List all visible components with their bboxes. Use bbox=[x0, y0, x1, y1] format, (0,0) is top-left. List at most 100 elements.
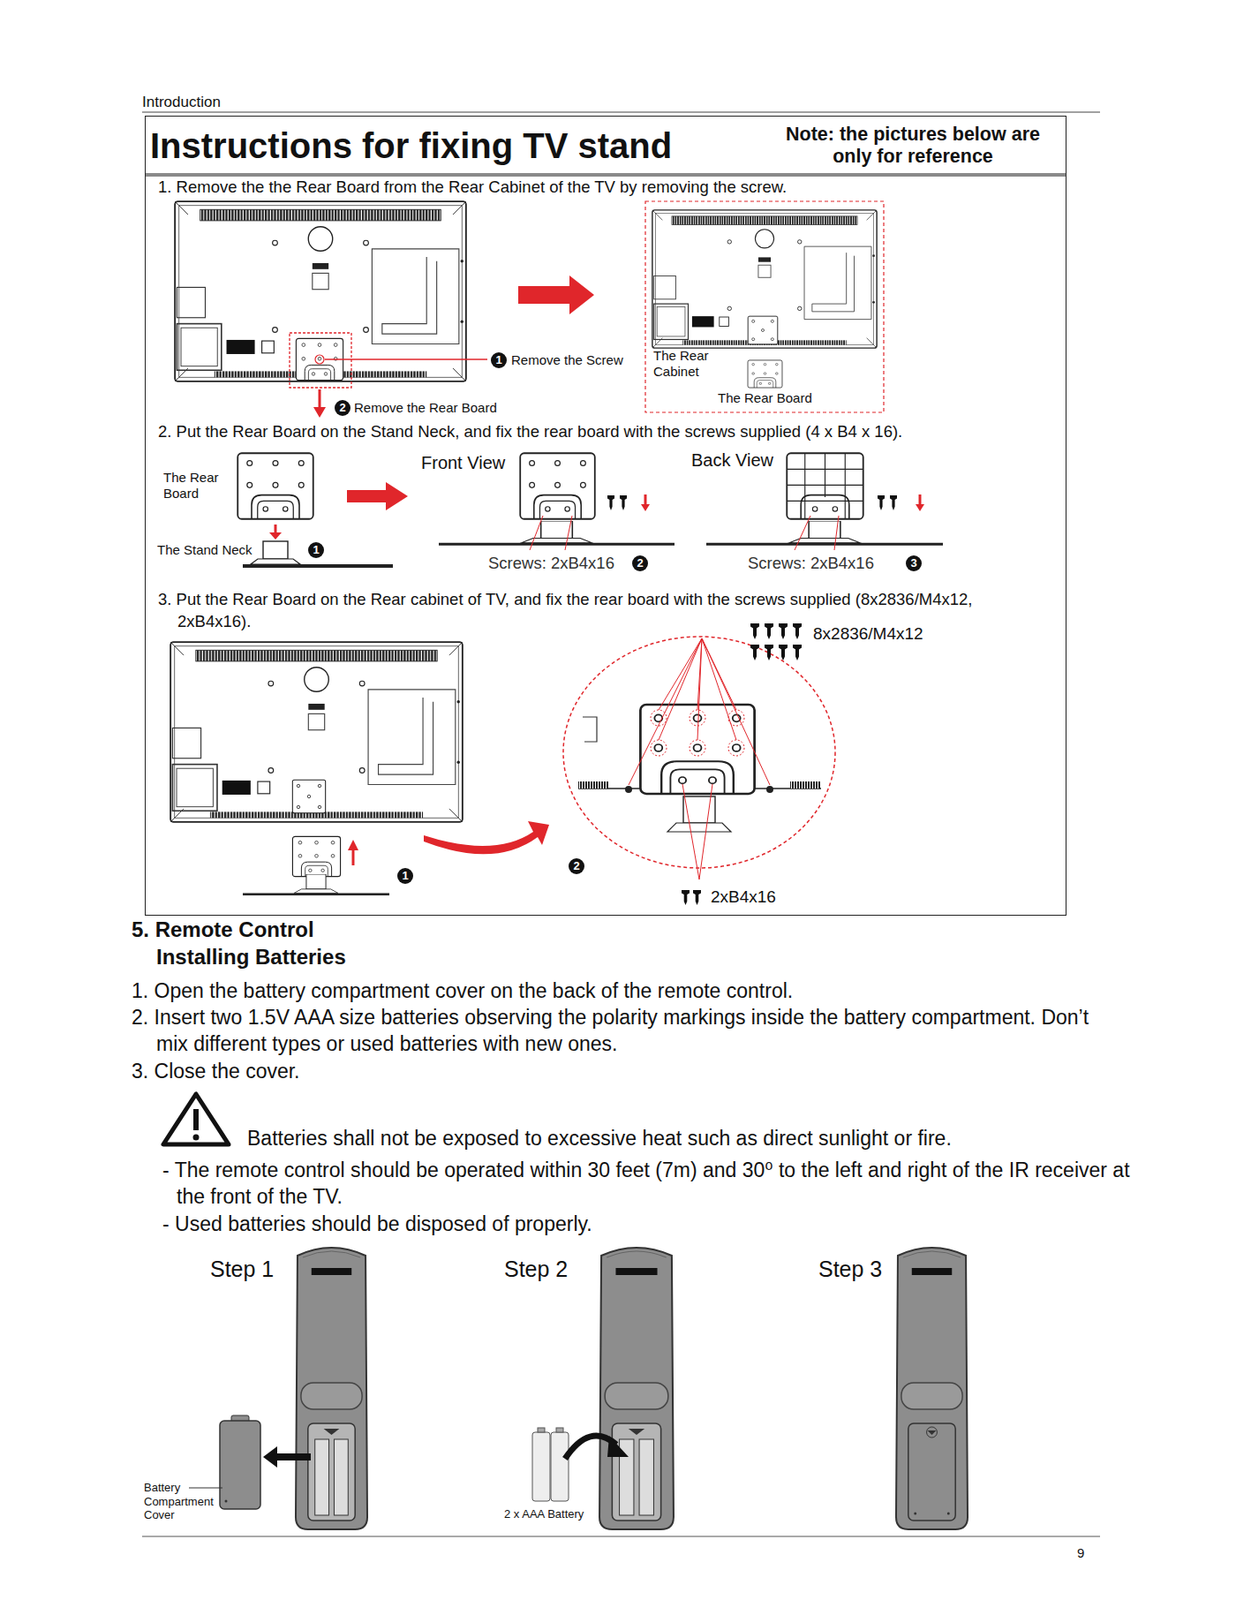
leader-line bbox=[529, 515, 543, 551]
section-header: Introduction bbox=[142, 93, 221, 112]
red-arrowhead bbox=[640, 504, 650, 512]
rear-board bbox=[237, 452, 314, 519]
screw-spec: 2xB4x16 bbox=[710, 887, 777, 908]
stand bbox=[706, 520, 943, 546]
instruction-frame: Note: the pictures below are only for re… bbox=[144, 115, 1067, 916]
view-label: Front View bbox=[421, 452, 505, 474]
screw-dot bbox=[766, 785, 774, 793]
highlight-box bbox=[289, 332, 352, 388]
remote-control bbox=[896, 1247, 968, 1530]
screw-spec: Screws: 2xB4x16 bbox=[488, 553, 615, 573]
list-item: 1. Open the battery compartment cover on… bbox=[131, 977, 793, 1004]
warning-text: Batteries shall not be exposed to excess… bbox=[247, 1124, 952, 1152]
screw-spec: Screws: 2xB4x16 bbox=[747, 553, 875, 573]
red-arrowhead bbox=[915, 504, 925, 512]
header-band bbox=[145, 173, 1066, 177]
pointer-lines bbox=[628, 638, 770, 880]
screw-icon bbox=[877, 495, 885, 511]
tv-back bbox=[174, 201, 467, 382]
header-rule bbox=[142, 112, 1101, 114]
screw-icon bbox=[764, 623, 774, 640]
callout-number: 2 bbox=[568, 858, 585, 875]
callout-number: 3 bbox=[905, 555, 922, 572]
list-item: 3. Close the cover. bbox=[131, 1057, 301, 1085]
step-label: Step 3 bbox=[818, 1255, 882, 1282]
battery bbox=[532, 1431, 551, 1501]
screw-icon bbox=[607, 495, 615, 511]
screw-icon bbox=[764, 644, 774, 661]
callout-text: Remove the Screw bbox=[511, 352, 624, 369]
red-arrowhead bbox=[313, 406, 326, 418]
page-number: 9 bbox=[1077, 1545, 1085, 1561]
detail-ellipse bbox=[563, 636, 836, 868]
step-label: Step 2 bbox=[504, 1255, 568, 1282]
screw-icon bbox=[750, 623, 760, 640]
mount-plate bbox=[292, 779, 325, 813]
leader-line bbox=[565, 515, 573, 551]
red-arrow bbox=[346, 482, 408, 511]
callout-number: 2 bbox=[632, 555, 649, 572]
leader-line bbox=[794, 515, 811, 551]
screw-icon bbox=[750, 644, 760, 661]
stand bbox=[438, 520, 675, 546]
red-arrow bbox=[919, 494, 922, 505]
tv-back bbox=[652, 210, 877, 348]
stand-foot bbox=[667, 822, 732, 832]
note-text: Note: the pictures below are only for re… bbox=[763, 123, 1063, 168]
part-name: The Rear Cabinet bbox=[653, 347, 716, 380]
red-arrowhead bbox=[269, 532, 282, 540]
screw-icon bbox=[619, 495, 627, 511]
screw-icon bbox=[693, 889, 701, 905]
battery-cover bbox=[219, 1420, 261, 1509]
screw-icon bbox=[792, 644, 802, 661]
page-title: Instructions for fixing TV stand bbox=[150, 124, 672, 167]
leader-line bbox=[324, 358, 488, 360]
part-name: The Stand Neck bbox=[157, 542, 253, 558]
remote-control bbox=[599, 1247, 674, 1530]
leader-line bbox=[188, 1487, 223, 1489]
screw-spec: 8x2836/M4x12 bbox=[813, 624, 924, 645]
red-arrow bbox=[274, 524, 278, 534]
rear-board bbox=[747, 360, 783, 388]
rear-board bbox=[520, 452, 596, 519]
part-name: 2 x AAA Battery bbox=[504, 1507, 584, 1522]
screw-icon bbox=[889, 495, 897, 511]
remote-control bbox=[295, 1247, 368, 1530]
screw-dot bbox=[625, 785, 633, 793]
stand-base bbox=[242, 564, 393, 568]
view-label: Back View bbox=[691, 449, 774, 471]
vent bbox=[578, 781, 609, 789]
part-name: The Rear Board bbox=[163, 469, 226, 502]
red-arrow bbox=[644, 494, 648, 505]
black-arrow bbox=[263, 1446, 311, 1468]
red-arrow bbox=[518, 275, 595, 315]
part-name: Battery Compartment Cover bbox=[143, 1480, 215, 1523]
screw-icon bbox=[792, 623, 802, 640]
callout-number: 2 bbox=[334, 399, 351, 416]
tv-back bbox=[170, 641, 463, 822]
battery bbox=[550, 1431, 569, 1501]
remote-figures bbox=[188, 1247, 968, 1530]
note-text: - Used batteries should be disposed of p… bbox=[162, 1210, 593, 1237]
callout-number: 1 bbox=[490, 352, 507, 369]
rear-board bbox=[640, 704, 754, 794]
list-item: 2. Insert two 1.5V AAA size batteries ob… bbox=[131, 1003, 1093, 1057]
stand-foot bbox=[250, 558, 301, 565]
dashed-box bbox=[645, 201, 884, 413]
stand bbox=[242, 874, 390, 896]
rear-board-back bbox=[786, 452, 863, 519]
screw-icon bbox=[778, 644, 788, 661]
screw-mark bbox=[315, 354, 325, 364]
step-text: 2. Put the Rear Board on the Stand Neck,… bbox=[158, 422, 903, 442]
callout-number: 1 bbox=[308, 542, 325, 558]
vent bbox=[790, 781, 821, 789]
red-arrowhead bbox=[347, 839, 359, 851]
step-label: Step 1 bbox=[210, 1255, 274, 1282]
step-text: 1. Remove the the Rear Board from the Re… bbox=[158, 177, 787, 197]
step1-figure bbox=[174, 201, 884, 418]
section-heading: 5. Remote Control bbox=[131, 917, 315, 943]
red-arrow bbox=[318, 389, 322, 408]
screw-icon bbox=[681, 889, 690, 905]
